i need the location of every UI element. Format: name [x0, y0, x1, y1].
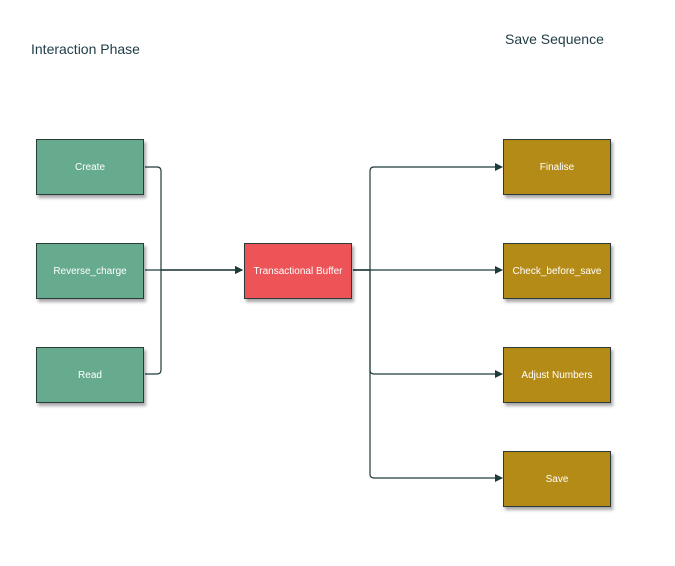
- reverse-charge-node-label: Reverse_charge: [53, 265, 127, 277]
- connector-read-to-buffer: [145, 266, 243, 375]
- connector-create-to-buffer: [145, 166, 243, 274]
- read-node-label: Read: [78, 369, 102, 381]
- adjust-numbers-node-label: Adjust Numbers: [521, 369, 593, 381]
- connector-buffer-to-save: [353, 269, 503, 482]
- reverse-charge-node: Reverse_charge: [36, 243, 144, 299]
- transactional-buffer-node-label: Transactional Buffer: [253, 265, 343, 277]
- save-sequence-heading: Save Sequence: [505, 31, 604, 47]
- adjust-numbers-node: Adjust Numbers: [503, 347, 611, 403]
- check-before-save-node: Check_before_save: [503, 243, 611, 299]
- check-before-save-node-label: Check_before_save: [512, 265, 602, 277]
- read-node: Read: [36, 347, 144, 403]
- connector-buffer-to-adjust-numbers: [353, 269, 503, 378]
- create-node-label: Create: [74, 161, 105, 173]
- connector-buffer-to-finalise: [353, 163, 503, 271]
- transactional-buffer-node: Transactional Buffer: [244, 243, 352, 299]
- save-node-label: Save: [545, 473, 569, 485]
- finalise-node: Finalise: [503, 139, 611, 195]
- create-node: Create: [36, 139, 144, 195]
- interaction-phase-heading: Interaction Phase: [31, 41, 140, 57]
- finalise-node-label: Finalise: [539, 161, 575, 173]
- save-node: Save: [503, 451, 611, 507]
